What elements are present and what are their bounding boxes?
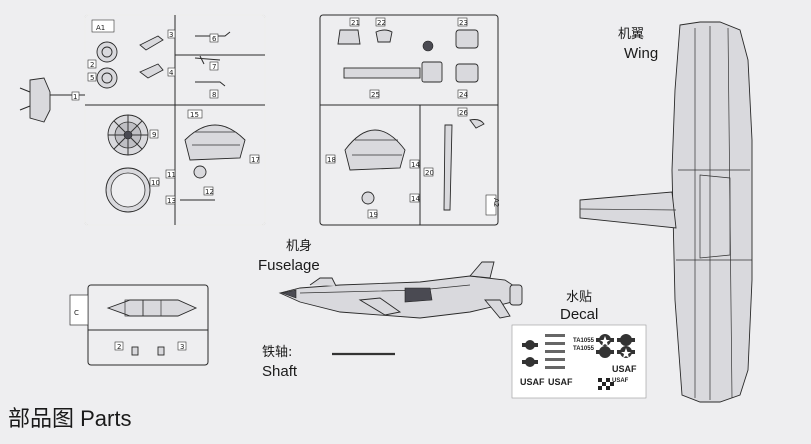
wing-label-en: Wing bbox=[624, 45, 659, 62]
decal-usaf-1: USAF bbox=[520, 377, 545, 387]
svg-text:7: 7 bbox=[212, 63, 216, 71]
decal-usaf-4: USAF bbox=[612, 378, 629, 384]
svg-text:15: 15 bbox=[190, 111, 199, 119]
svg-text:6: 6 bbox=[212, 35, 217, 43]
svg-text:9: 9 bbox=[152, 131, 156, 139]
sprue-c: C 2 3 bbox=[69, 284, 209, 366]
svg-text:5: 5 bbox=[90, 74, 94, 82]
svg-text:3: 3 bbox=[169, 31, 173, 39]
page-title: 部品图 Parts bbox=[8, 406, 132, 431]
svg-text:19: 19 bbox=[369, 211, 378, 219]
decal-label-cn: 水贴 bbox=[566, 290, 593, 305]
svg-text:14: 14 bbox=[411, 161, 420, 169]
svg-text:14: 14 bbox=[411, 195, 420, 203]
sprue-a2-label: A2 bbox=[492, 198, 500, 207]
svg-text:21: 21 bbox=[351, 19, 360, 27]
shaft-label-cn: 铁轴: bbox=[262, 345, 293, 360]
sprue-a2: 21 22 23 25 24 18 14 14 19 26 20 A2 bbox=[319, 14, 500, 226]
svg-text:20: 20 bbox=[425, 169, 434, 177]
svg-text:23: 23 bbox=[459, 19, 468, 27]
svg-text:12: 12 bbox=[205, 188, 214, 196]
shaft-label-en: Shaft bbox=[262, 363, 298, 380]
svg-text:1: 1 bbox=[73, 93, 77, 101]
fuselage-label-en: Fuselage bbox=[258, 257, 320, 274]
decal-sheet: TA1055 TA1055 USAF USAF USAF USAF bbox=[511, 324, 647, 399]
sprue-a1-label: A1 bbox=[96, 24, 105, 32]
decal-usaf-3: USAF bbox=[612, 364, 637, 374]
svg-text:4: 4 bbox=[169, 69, 174, 77]
svg-text:24: 24 bbox=[459, 91, 468, 99]
fuselage-drawing bbox=[278, 261, 523, 319]
wing-label-cn: 机翼 bbox=[618, 27, 645, 42]
svg-text:2: 2 bbox=[90, 61, 94, 69]
svg-text:3: 3 bbox=[180, 343, 184, 351]
sprue-a1: A1 2 5 3 4 6 7 8 9 10 15 17 bbox=[19, 14, 266, 226]
svg-text:25: 25 bbox=[371, 91, 380, 99]
svg-text:22: 22 bbox=[377, 19, 386, 27]
svg-text:10: 10 bbox=[151, 179, 160, 187]
fuselage-label-cn: 机身 bbox=[286, 239, 313, 254]
decal-tail-code-2: TA1055 bbox=[573, 346, 595, 352]
wing-drawing bbox=[579, 21, 753, 403]
svg-text:18: 18 bbox=[327, 156, 336, 164]
svg-text:17: 17 bbox=[251, 156, 260, 164]
svg-text:8: 8 bbox=[212, 91, 216, 99]
svg-text:26: 26 bbox=[459, 109, 468, 117]
decal-usaf-2: USAF bbox=[548, 377, 573, 387]
decal-label-en: Decal bbox=[560, 306, 599, 323]
svg-text:11: 11 bbox=[167, 171, 176, 179]
svg-text:13: 13 bbox=[167, 197, 176, 205]
svg-text:2: 2 bbox=[117, 343, 121, 351]
decal-tail-code-1: TA1055 bbox=[573, 338, 595, 344]
sprue-c-label: C bbox=[74, 309, 79, 317]
